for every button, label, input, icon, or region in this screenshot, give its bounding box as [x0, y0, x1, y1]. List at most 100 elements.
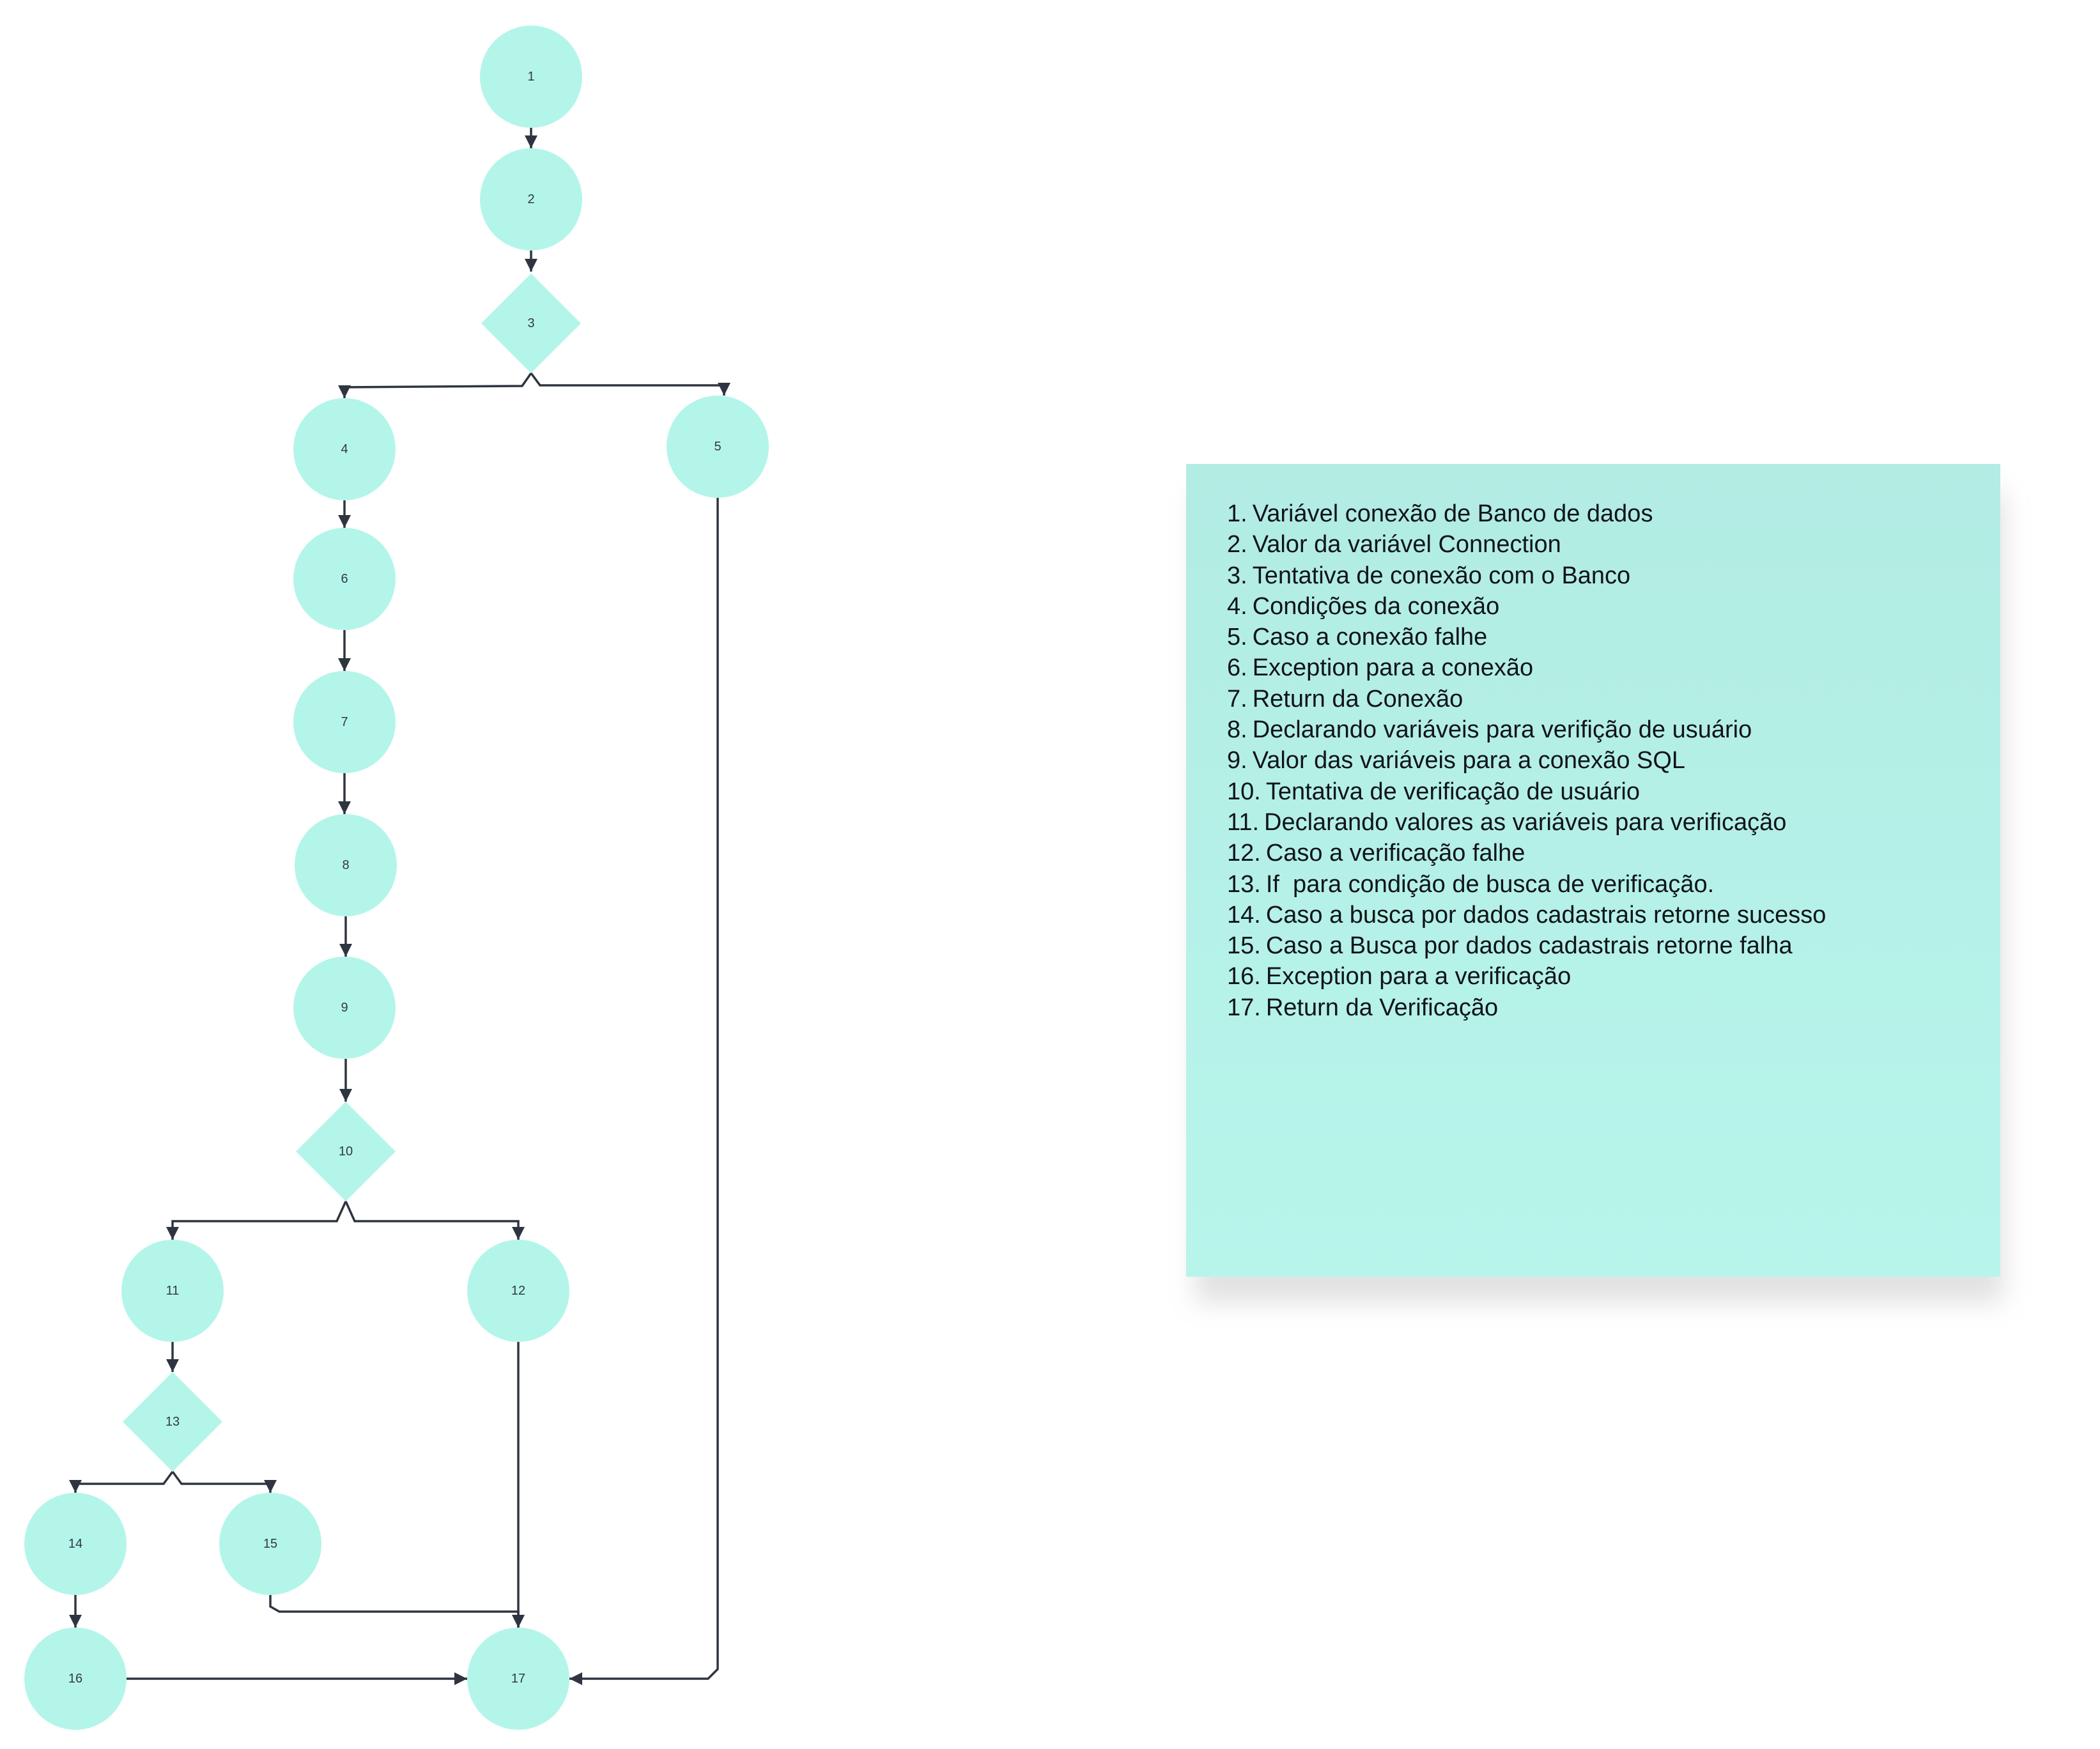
- arrowhead: [338, 658, 351, 671]
- legend-item-text: Caso a Busca por dados cadastrais retorn…: [1265, 932, 1793, 960]
- legend-item-text: Caso a verificação falhe: [1265, 840, 1525, 867]
- legend-item-number: 17.: [1227, 994, 1261, 1021]
- edge-4-6: [338, 500, 351, 528]
- decision-diamond: [481, 274, 581, 373]
- arrowhead: [166, 1227, 179, 1240]
- process-circle: [219, 1493, 321, 1595]
- node-6[interactable]: 6: [293, 528, 396, 630]
- edge-10-11: [166, 1201, 347, 1240]
- arrowhead: [454, 1672, 467, 1685]
- edge-line: [171, 1201, 347, 1240]
- edge-12-17: [512, 1342, 525, 1628]
- node-8[interactable]: 8: [295, 814, 397, 916]
- legend-item: 14.Caso a busca por dados cadastrais ret…: [1227, 900, 2000, 930]
- legend-item: 9.Valor das variáveis para a conexão SQL: [1227, 745, 2000, 776]
- node-1[interactable]: 1: [480, 26, 582, 128]
- legend-item-text: Exception para a conexão: [1252, 654, 1534, 682]
- legend-item-text: Valor das variáveis para a conexão SQL: [1252, 747, 1686, 774]
- legend-item-number: 5.: [1227, 624, 1247, 651]
- edge-13-14: [69, 1470, 174, 1493]
- legend-item-number: 7.: [1227, 685, 1247, 713]
- legend-item: 13.If para condição de busca de verifica…: [1227, 869, 2000, 900]
- arrowhead: [525, 135, 537, 148]
- process-circle: [467, 1628, 569, 1730]
- node-15[interactable]: 15: [219, 1493, 321, 1595]
- process-circle: [121, 1240, 224, 1342]
- node-label: 3: [527, 316, 534, 330]
- legend-item-number: 3.: [1227, 562, 1247, 589]
- edge-15-17: [269, 1595, 525, 1628]
- legend-item-number: 10.: [1227, 778, 1261, 805]
- legend-item-number: 8.: [1227, 716, 1247, 744]
- legend-item-text: Return da Verificação: [1265, 994, 1499, 1021]
- edge-8-9: [339, 916, 352, 957]
- legend-item-text: Return da Conexão: [1252, 685, 1463, 713]
- legend-item-text: Caso a conexão falhe: [1252, 624, 1488, 651]
- node-4[interactable]: 4: [293, 398, 396, 500]
- arrowhead: [718, 383, 730, 396]
- edge-line: [171, 1470, 272, 1493]
- arrowhead: [264, 1480, 277, 1493]
- legend-item-number: 16.: [1227, 963, 1261, 990]
- edge-3-4: [338, 372, 532, 398]
- edge-line: [74, 1470, 174, 1493]
- node-label: 5: [714, 440, 721, 454]
- edge-7-8: [338, 773, 351, 814]
- arrowhead: [339, 1089, 352, 1102]
- node-17[interactable]: 17: [467, 1628, 569, 1730]
- node-11[interactable]: 11: [121, 1240, 224, 1342]
- arrowhead: [512, 1227, 525, 1240]
- node-10[interactable]: 10: [296, 1102, 396, 1201]
- node-2[interactable]: 2: [480, 148, 582, 250]
- node-label: 13: [166, 1415, 180, 1429]
- arrowhead: [166, 1359, 179, 1372]
- legend-item-text: Caso a busca por dados cadastrais retorn…: [1265, 901, 1826, 928]
- legend-item: 12.Caso a verificação falhe: [1227, 838, 2000, 868]
- node-3[interactable]: 3: [481, 274, 581, 373]
- legend-item-text: Exception para a verificação: [1265, 963, 1571, 990]
- node-label: 4: [341, 442, 348, 456]
- legend-item-number: 9.: [1227, 747, 1247, 774]
- legend-item: 7.Return da Conexão: [1227, 684, 2000, 714]
- edge-11-13: [166, 1342, 179, 1372]
- edge-line: [530, 372, 725, 396]
- legend-item: 17.Return da Verificação: [1227, 992, 2000, 1023]
- arrowhead: [512, 1615, 525, 1628]
- edge-5-17: [569, 498, 719, 1685]
- edge-6-7: [338, 630, 351, 671]
- node-label: 17: [511, 1672, 525, 1686]
- node-label: 8: [342, 858, 349, 872]
- legend-item-text: Tentativa de verificação de usuário: [1265, 778, 1640, 805]
- node-12[interactable]: 12: [467, 1240, 569, 1342]
- node-16[interactable]: 16: [24, 1628, 127, 1730]
- node-14[interactable]: 14: [24, 1493, 127, 1595]
- legend-item-number: 12.: [1227, 840, 1261, 867]
- process-circle: [295, 814, 397, 916]
- decision-diamond: [123, 1372, 222, 1472]
- edge-1-2: [525, 128, 537, 148]
- node-5[interactable]: 5: [667, 396, 769, 498]
- node-7[interactable]: 7: [293, 671, 396, 773]
- arrowhead: [69, 1480, 82, 1493]
- arrowhead: [338, 515, 351, 528]
- edge-line: [569, 498, 719, 1680]
- edge-14-16: [69, 1595, 82, 1628]
- legend-item: 8.Declarando variáveis para verifição de…: [1227, 714, 2000, 745]
- process-circle: [667, 396, 769, 498]
- legend-item-number: 13.: [1227, 870, 1261, 898]
- node-label: 6: [341, 572, 348, 586]
- node-label: 10: [339, 1144, 353, 1159]
- legend-item-text: Declarando valores as variáveis para ver…: [1264, 808, 1787, 836]
- node-9[interactable]: 9: [293, 957, 396, 1059]
- process-circle: [480, 148, 582, 250]
- process-circle: [293, 528, 396, 630]
- decision-diamond: [296, 1102, 396, 1201]
- node-label: 7: [341, 715, 348, 729]
- node-13[interactable]: 13: [123, 1372, 222, 1472]
- legend-item-text: If para condição de busca de verificação…: [1265, 870, 1715, 898]
- process-circle: [293, 957, 396, 1059]
